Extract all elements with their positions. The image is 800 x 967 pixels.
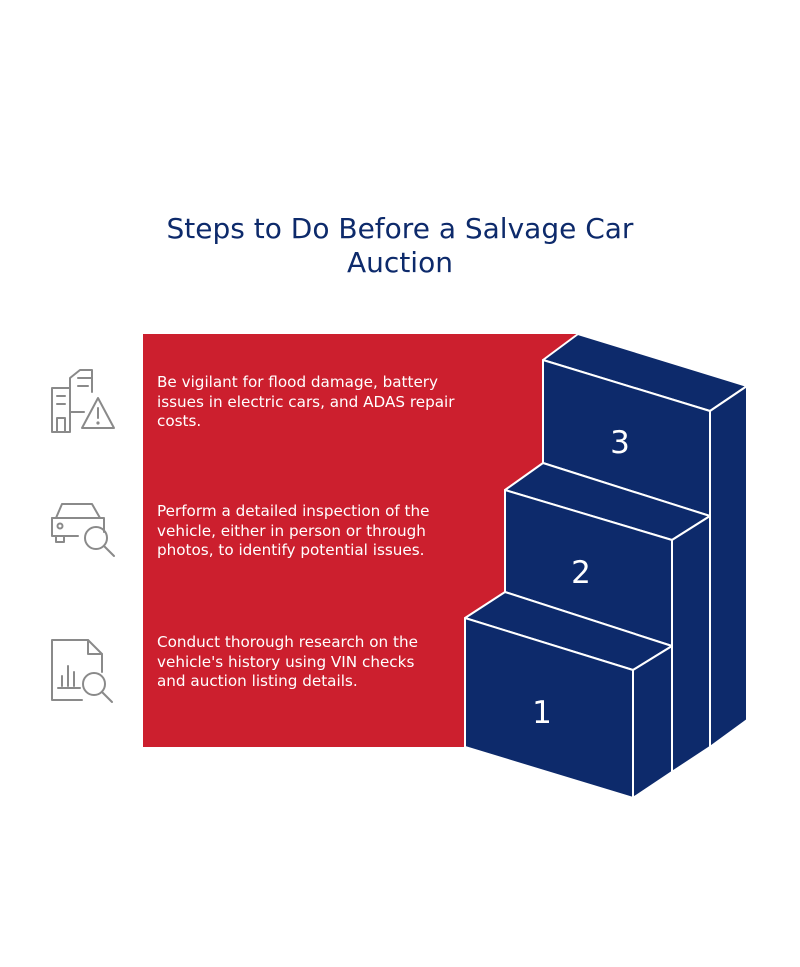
step-2-text: Perform a detailed inspection of the veh…: [157, 502, 430, 559]
red-panel: [143, 334, 578, 747]
page-title: Steps to Do Before a Salvage Car Auction: [0, 212, 800, 280]
step-1-front: [464, 617, 634, 799]
step-3-side: [709, 385, 748, 748]
step-1-side: [632, 645, 673, 799]
step-1-number: 1: [532, 695, 552, 731]
step-2-number: 2: [571, 555, 591, 591]
building-warning-icon: [51, 369, 115, 433]
document-chart-search-icon: [51, 639, 113, 703]
step-3-text: Be vigilant for flood damage, battery is…: [157, 373, 455, 430]
step-2-side: [671, 515, 711, 773]
title-line-2: Auction: [347, 246, 453, 279]
step-1-text: Conduct thorough research on the vehicle…: [157, 633, 418, 690]
title-line-1: Steps to Do Before a Salvage Car: [166, 212, 634, 245]
car-search-icon: [51, 503, 115, 557]
step-3-number: 3: [610, 425, 630, 461]
